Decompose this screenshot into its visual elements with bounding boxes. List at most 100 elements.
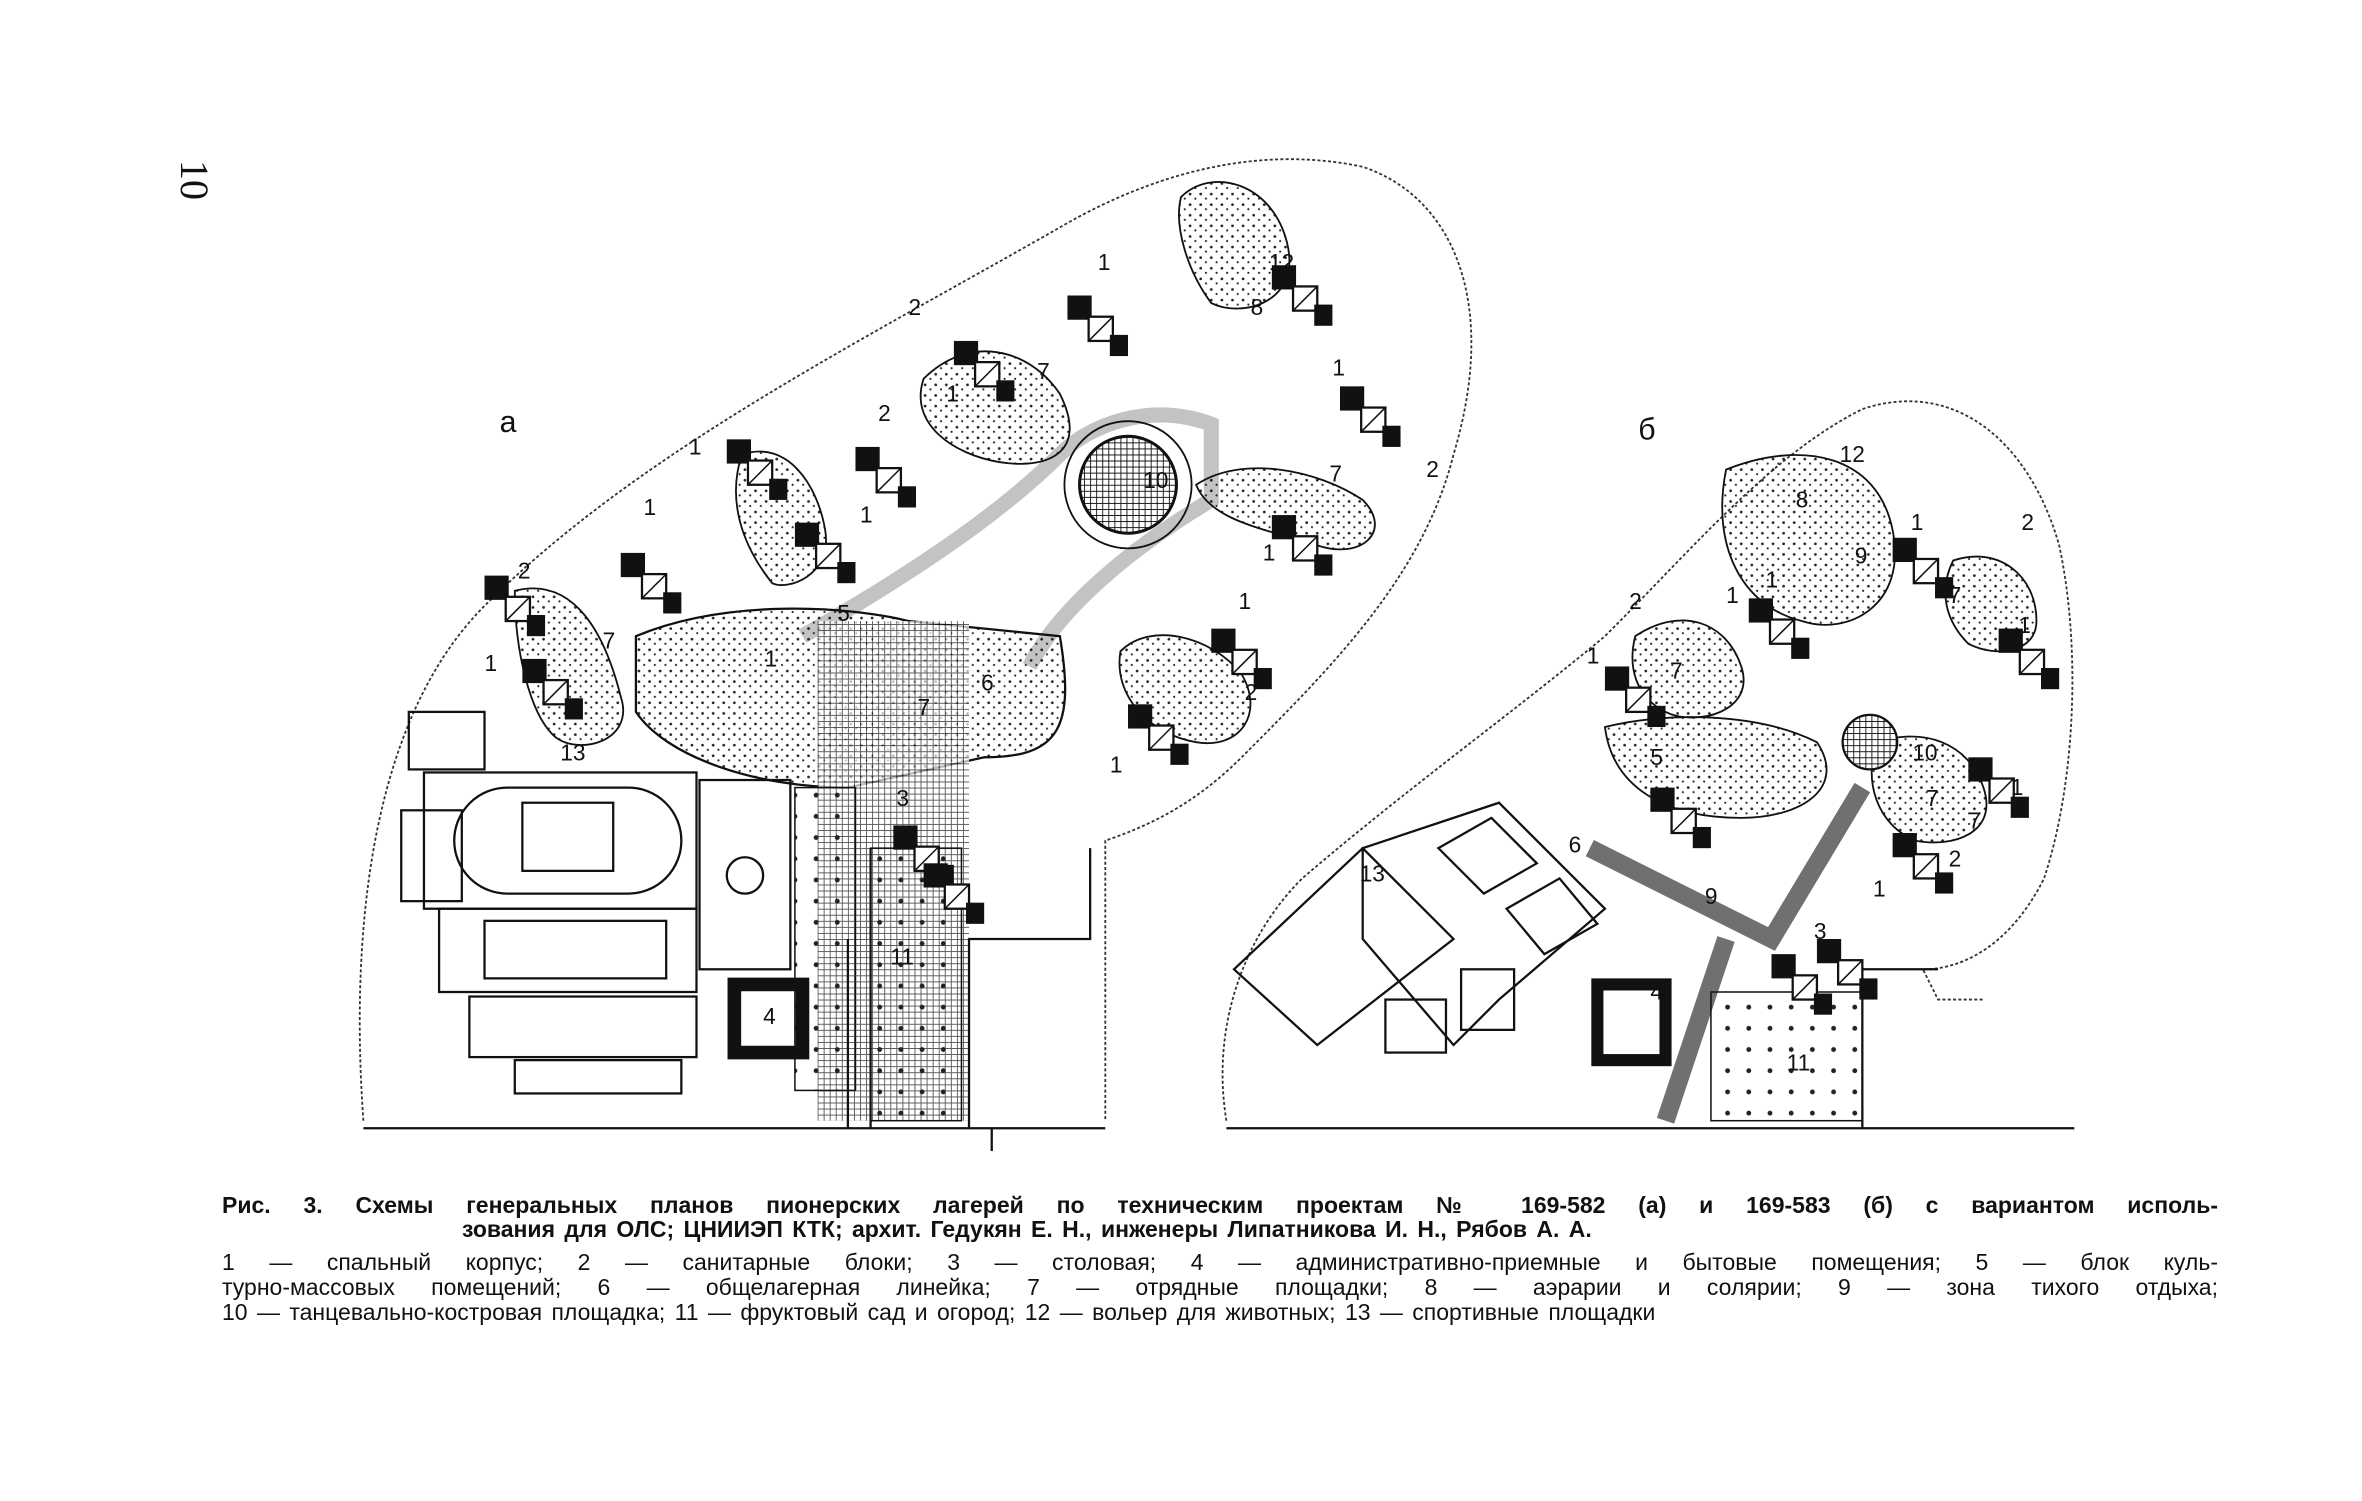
- plan-a-garden-strip: [794, 786, 857, 1092]
- building-diagonal: [1088, 316, 1114, 342]
- building-dark-part: [1692, 826, 1711, 849]
- plan-a-label: 2: [908, 294, 921, 320]
- building-block: [1067, 295, 1129, 357]
- plan-a-label: 7: [1037, 358, 1050, 384]
- building-dark-part: [1791, 637, 1810, 659]
- building-block: [1211, 628, 1272, 690]
- building-block: [1748, 598, 1810, 659]
- building-diagonal: [1231, 649, 1258, 675]
- building-dark-part: [1647, 705, 1666, 728]
- dormitory-buildings: [484, 265, 2060, 1015]
- plan-b-label: 2: [2021, 509, 2034, 535]
- plan-a-label: 1: [643, 494, 656, 520]
- building-block: [1771, 954, 1833, 1015]
- plan-a-label: 7: [1329, 461, 1342, 487]
- plan-a-label: 1: [765, 645, 778, 671]
- building-diagonal: [1671, 808, 1697, 834]
- plan-a-label: 5: [837, 600, 850, 626]
- plan-a-label: 3: [896, 785, 909, 811]
- plan-b-orchard: [1710, 991, 1864, 1122]
- building-dark-part: [1253, 667, 1272, 690]
- building-dark-part: [1109, 334, 1129, 357]
- plan-a-letter: а: [500, 406, 517, 439]
- building-diagonal: [1360, 407, 1386, 433]
- building-dark-part: [1382, 425, 1401, 447]
- building-dark-part: [1170, 743, 1189, 765]
- building-diagonal: [974, 361, 1000, 387]
- plan-b-label: 8: [1796, 486, 1809, 512]
- building-dark-part: [663, 592, 682, 614]
- legend-line-1: 1 — спальный корпус; 2 — санитарные блок…: [222, 1249, 2218, 1275]
- plan-b-admin-building: [1591, 978, 1672, 1067]
- plan-a-label: 1: [1110, 751, 1123, 777]
- building-block: [1998, 628, 2060, 690]
- plan-a-label: 8: [1251, 294, 1264, 320]
- building-block: [1892, 833, 1954, 894]
- building-diagonal: [1792, 974, 1818, 1001]
- building-dark-part: [1935, 872, 1954, 894]
- plan-a-label: 1: [689, 433, 702, 459]
- building-diagonal: [1148, 724, 1174, 751]
- building-block: [1339, 386, 1401, 447]
- plan-a-label: 1: [1239, 588, 1252, 614]
- plan-b-label: 1: [2018, 612, 2031, 638]
- building-dark-part: [769, 478, 788, 500]
- plan-a-label: 13: [560, 739, 585, 765]
- building-dark-part: [1859, 978, 1878, 1000]
- plan-b-label: 1: [1587, 642, 1600, 668]
- building-dark-part: [564, 698, 583, 720]
- caption-title-line-1: Рис. 3. Схемы генеральных планов пионерс…: [222, 1192, 2218, 1218]
- building-dark-part: [1314, 304, 1333, 326]
- plan-a-label: 1: [860, 502, 873, 528]
- building-block: [794, 522, 856, 584]
- figure-legend: 1 — спальный корпус; 2 — санитарные блок…: [222, 1250, 2218, 1325]
- building-diagonal: [1913, 558, 1939, 584]
- building-diagonal: [1625, 687, 1651, 713]
- figure-caption-title: Рис. 3. Схемы генеральных планов пионерс…: [222, 1193, 2218, 1241]
- plan-b-label: 7: [1670, 658, 1683, 684]
- building-diagonal: [913, 846, 940, 872]
- plan-a-label: 1: [485, 650, 498, 676]
- plan-b-dance-area: [1841, 713, 1899, 771]
- plan-b-label: 1: [1765, 567, 1778, 593]
- building-dark-part: [1935, 577, 1954, 599]
- building-diagonal: [1292, 535, 1318, 562]
- plan-b-label: 6: [1569, 832, 1582, 858]
- building-block: [484, 575, 546, 637]
- building-block: [1816, 939, 1878, 1000]
- plan-a-dance-area: [1078, 434, 1178, 535]
- building-diagonal: [543, 679, 569, 705]
- plan-a-admin-building: [727, 977, 810, 1060]
- plan-b-label: 12: [1840, 441, 1865, 467]
- building-block: [1968, 757, 2029, 818]
- building-dark-part: [526, 614, 546, 637]
- legend-line-3: 10 — танцевально-костровая площадка; 11 …: [222, 1299, 1656, 1325]
- building-block: [953, 340, 1015, 402]
- plan-b-label: 1: [1911, 509, 1924, 535]
- building-diagonal: [815, 543, 841, 569]
- plan-b-label: 9: [1705, 883, 1718, 909]
- plan-a-label: 11: [890, 944, 914, 970]
- building-block: [726, 439, 788, 500]
- plan-b: б: [1221, 400, 2075, 1130]
- plan-b-label: 7: [1968, 807, 1981, 833]
- building-diagonal: [1837, 959, 1863, 985]
- building-dark-part: [837, 561, 856, 584]
- plan-a-dance-area-ring: [1063, 420, 1193, 550]
- building-dark-part: [897, 486, 917, 508]
- plan-a-label: 7: [603, 627, 616, 653]
- plan-a-label: 2: [1245, 679, 1258, 705]
- plan-a-label: 1: [946, 380, 959, 406]
- plan-b-label: 2: [1949, 845, 1962, 871]
- plan-a-label: 1: [1263, 539, 1276, 565]
- building-block: [1650, 787, 1711, 849]
- building-block: [522, 658, 583, 720]
- plan-a-label: 1: [1098, 249, 1111, 275]
- plan-a-play-zones: [513, 181, 1376, 746]
- plan-b-label: 10: [1912, 739, 1937, 765]
- building-dark-part: [965, 902, 985, 924]
- building-block: [1892, 537, 1954, 599]
- plan-b-path: [1585, 782, 1871, 1124]
- building-block: [620, 552, 682, 614]
- plan-b-label: 5: [1650, 744, 1663, 770]
